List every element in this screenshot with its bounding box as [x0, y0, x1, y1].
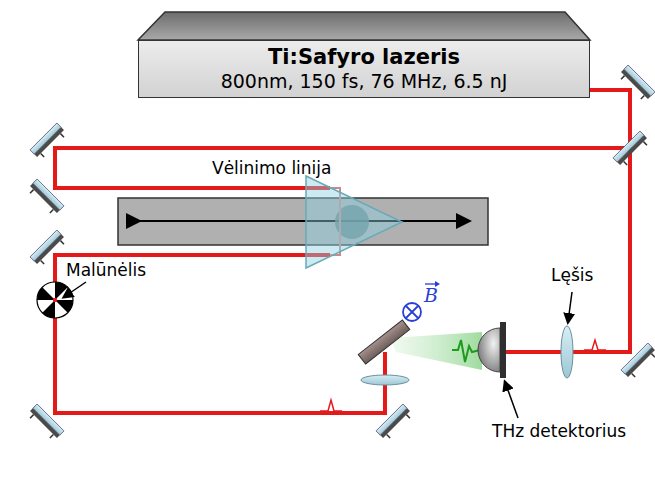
- chopper-leader: [64, 282, 86, 297]
- mirrors: [26, 65, 655, 441]
- chopper-wheel: [37, 282, 73, 318]
- part-label: B: [424, 285, 438, 307]
- field-symbol: [403, 281, 440, 321]
- part-label: THz detektorius: [492, 422, 626, 442]
- probe-lens: [561, 326, 573, 378]
- lens-leader: [568, 292, 572, 322]
- thz-beam: [390, 332, 482, 370]
- laser-name: Ti:Safyro lazeris: [268, 45, 460, 70]
- laser-box: Ti:Safyro lazeris800nm, 150 fs, 76 MHz, …: [138, 40, 590, 98]
- laser-beam: [55, 90, 630, 413]
- laser-specs: 800nm, 150 fs, 76 MHz, 6.5 nJ: [221, 70, 508, 93]
- delay-stage: [118, 198, 488, 245]
- thz-pulse: [452, 340, 480, 362]
- pump-pulse: [320, 400, 342, 411]
- thz-detector: [478, 322, 506, 378]
- emitter-sample: [358, 320, 410, 364]
- part-label: Lęšis: [551, 266, 593, 286]
- retroreflector: [306, 176, 402, 268]
- part-label: Vėlinimo linija: [212, 159, 331, 179]
- laser-top-face: [138, 12, 590, 40]
- detector-leader: [505, 382, 518, 418]
- travel-arrow: [138, 220, 468, 222]
- part-label: Malūnėlis: [66, 261, 146, 281]
- probe-pulse: [584, 340, 606, 350]
- focusing-lens: [361, 375, 409, 385]
